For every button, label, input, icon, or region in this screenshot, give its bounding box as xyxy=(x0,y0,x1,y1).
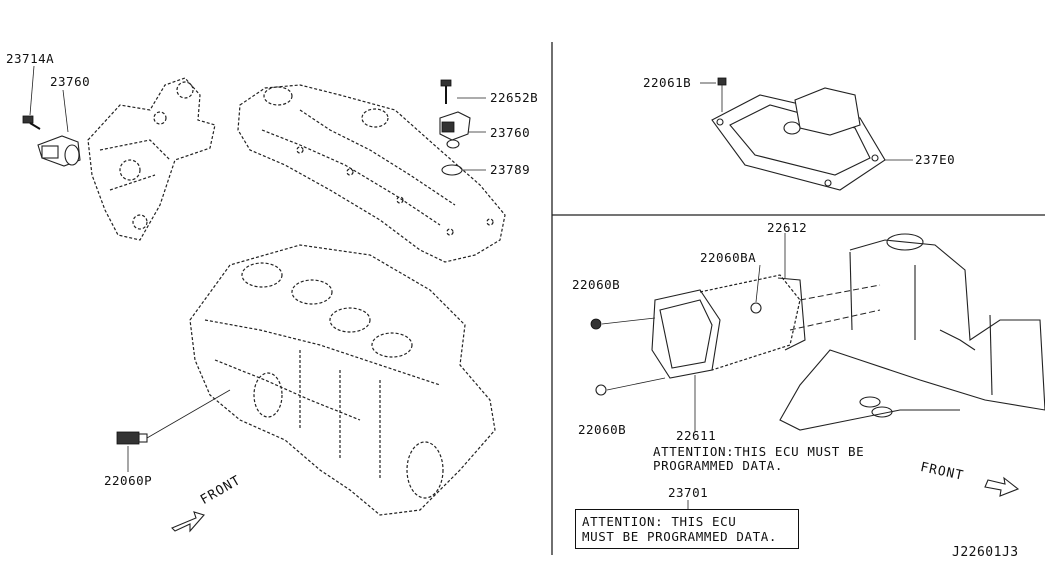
label-box-line-2: MUST BE PROGRAMMED DATA. xyxy=(582,529,778,544)
ecu-note-line-1: ATTENTION:THIS ECU MUST BE xyxy=(653,444,865,459)
label-box-line-1: ATTENTION: THIS ECU xyxy=(582,514,737,529)
front-arrow-left xyxy=(171,511,205,533)
front-arrow-right xyxy=(984,476,1020,497)
callout-22060b-top: 22060B xyxy=(572,277,621,292)
callout-22060p: 22060P xyxy=(104,473,153,488)
camshaft-sensor-left xyxy=(22,65,81,167)
callout-22611: 22611 xyxy=(676,428,717,443)
cylinder-head-cover xyxy=(237,84,506,263)
callout-237e0: 237E0 xyxy=(915,152,956,167)
callout-23714a: 23714A xyxy=(6,51,55,66)
callout-22612: 22612 xyxy=(767,220,808,235)
camshaft-sensor-right xyxy=(439,79,486,176)
callout-22652b: 22652B xyxy=(490,90,539,105)
callout-22060ba: 22060BA xyxy=(700,250,757,265)
callout-22061b: 22061B xyxy=(643,75,692,90)
ecu-attention-note: ATTENTION:THIS ECU MUST BE PROGRAMMED DA… xyxy=(653,445,864,473)
timing-cover-bracket xyxy=(87,77,216,241)
callout-22060b-bottom: 22060B xyxy=(578,422,627,437)
vehicle-body-panel xyxy=(779,233,1045,431)
ecu-assembly xyxy=(590,233,881,432)
ecu-note-line-2: PROGRAMMED DATA. xyxy=(653,458,784,473)
callout-23760-left: 23760 xyxy=(50,74,91,89)
callout-23701: 23701 xyxy=(668,485,709,500)
ecu-module xyxy=(700,77,913,191)
callout-23789: 23789 xyxy=(490,162,531,177)
attention-label-box: ATTENTION: THIS ECU MUST BE PROGRAMMED D… xyxy=(575,509,799,549)
knock-sensor xyxy=(116,389,231,472)
panel-dividers xyxy=(551,42,1045,555)
callout-23760-right: 23760 xyxy=(490,125,531,140)
diagram-code: J22601J3 xyxy=(952,545,1019,560)
engine-block xyxy=(189,244,496,516)
